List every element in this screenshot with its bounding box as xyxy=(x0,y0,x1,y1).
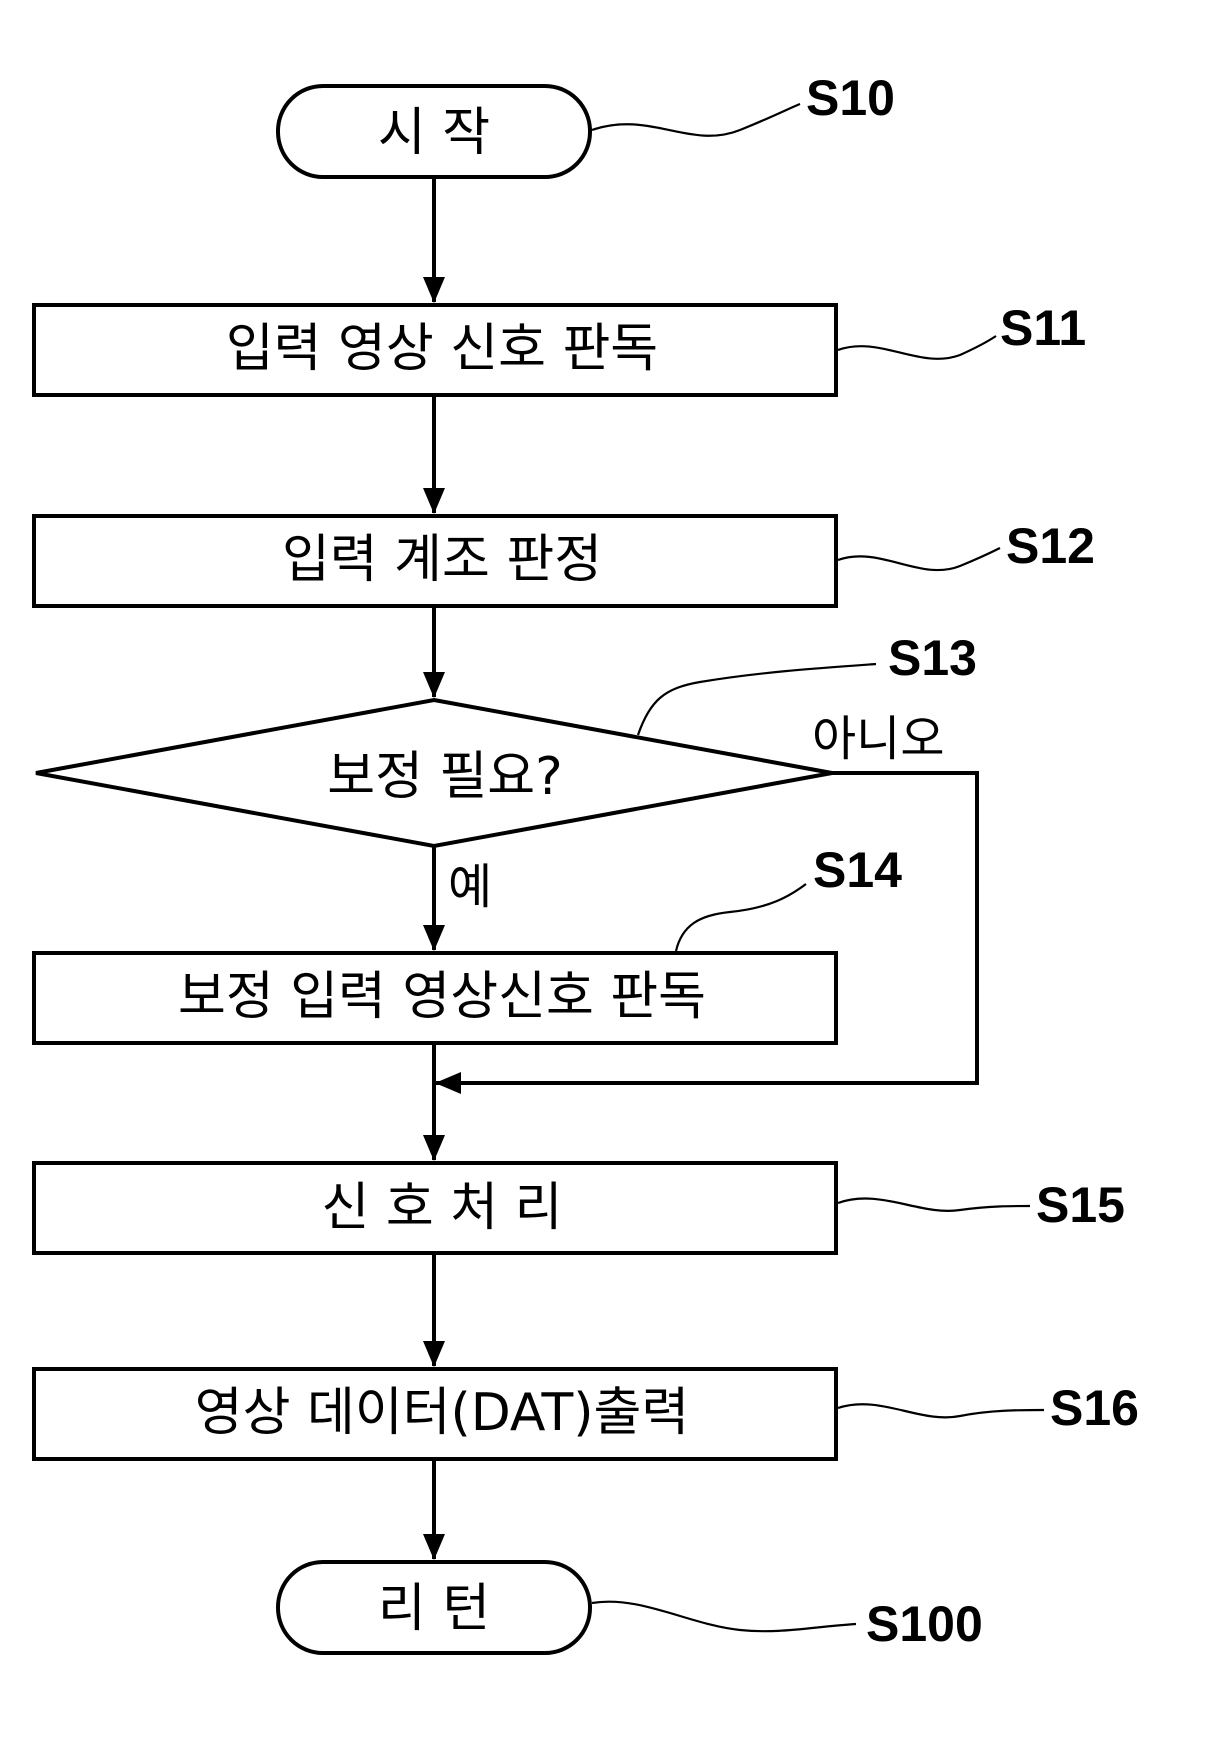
branch-label-yes: 예 xyxy=(448,859,492,915)
end-node: 리 턴 xyxy=(278,1562,590,1653)
s15-text: 신 호 처 리 xyxy=(322,1178,563,1238)
step-label-s14: S14 xyxy=(813,842,902,898)
s11-node: 입력 영상 신호 판독 xyxy=(34,305,836,395)
s15-leader-line xyxy=(838,1199,1030,1211)
s16-node: 영상 데이터(DAT)출력 xyxy=(34,1369,836,1459)
s16-text: 영상 데이터(DAT)출력 xyxy=(195,1383,689,1443)
s13-text: 보정 필요? xyxy=(327,747,563,807)
s11-leader-line xyxy=(838,336,996,359)
branch-label-no: 아니오 xyxy=(812,711,944,767)
s10-leader-line xyxy=(592,104,800,136)
s100-leader-line xyxy=(592,1602,856,1632)
s14-text: 보정 입력 영상신호 판독 xyxy=(178,967,706,1027)
start-node: 시 작 xyxy=(278,86,590,177)
step-label-s15: S15 xyxy=(1036,1177,1125,1233)
step-label-s100: S100 xyxy=(866,1596,983,1652)
step-label-s10: S10 xyxy=(806,70,895,126)
s14-node: 보정 입력 영상신호 판독 xyxy=(34,953,836,1043)
step-label-s11: S11 xyxy=(1000,300,1086,356)
step-label-s16: S16 xyxy=(1050,1380,1139,1436)
s15-node: 신 호 처 리 xyxy=(34,1163,836,1253)
s14-leader-line xyxy=(676,884,806,951)
s11-text: 입력 영상 신호 판독 xyxy=(226,319,658,379)
s12-text: 입력 계조 판정 xyxy=(282,530,602,590)
s12-leader-line xyxy=(838,548,1000,570)
s13-node: 보정 필요? xyxy=(36,700,832,846)
start-text: 시 작 xyxy=(378,103,490,163)
s16-leader-line xyxy=(838,1404,1044,1417)
s12-node: 입력 계조 판정 xyxy=(34,516,836,606)
end-text: 리 턴 xyxy=(378,1579,490,1639)
step-label-s13: S13 xyxy=(888,630,977,686)
step-label-s12: S12 xyxy=(1006,518,1095,574)
